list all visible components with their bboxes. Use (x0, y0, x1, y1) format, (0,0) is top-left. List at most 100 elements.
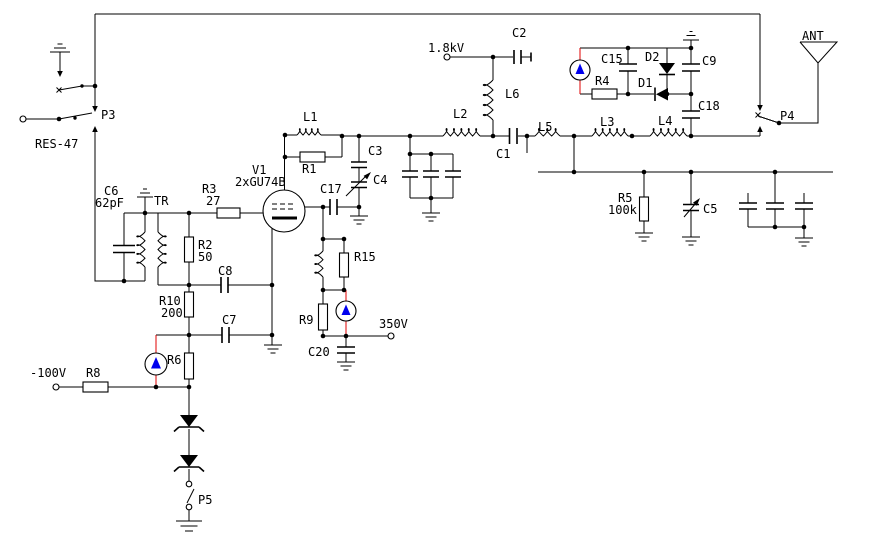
variable-cap-arrows (345, 172, 700, 218)
label-r15: R15 (354, 250, 376, 264)
arrow-icon (757, 126, 763, 132)
capacitor-c4 (351, 181, 367, 189)
input-jack (19, 115, 27, 123)
label-p5: P5 (198, 493, 212, 507)
label-r1: R1 (302, 162, 316, 176)
label-1-8kv: 1.8kV (428, 41, 464, 55)
resistor-r8 (82, 381, 109, 393)
label-r2: R2 (198, 238, 212, 252)
bias-jack (52, 383, 60, 391)
label-r5: R5 (618, 191, 632, 205)
ground-icon (683, 31, 699, 41)
label-l1: L1 (303, 110, 317, 124)
label-c1: C1 (496, 147, 510, 161)
resistor-r15 (338, 252, 350, 278)
label-c5: C5 (703, 202, 717, 216)
capacitor-c1 (508, 128, 518, 144)
arrow-icon (757, 105, 763, 111)
inductor-l3 (591, 128, 629, 137)
diodes (173, 63, 675, 473)
label-r9: R9 (299, 313, 313, 327)
label-r3-value: 27 (206, 194, 220, 208)
label-l5: L5 (538, 120, 552, 134)
inductor-l5 (534, 128, 561, 137)
relay-contacts (56, 71, 763, 504)
label-c2: C2 (512, 26, 526, 40)
labels: RES-47 P3 C6 62pF TR R3 27 R2 50 C8 R10 … (30, 26, 824, 507)
label-c18: C18 (698, 99, 720, 113)
meter-leads (155, 48, 581, 387)
capacitor-c6 (113, 244, 135, 254)
label-c4: C4 (373, 173, 387, 187)
inductor-l6 (482, 79, 494, 121)
hv-jack (443, 53, 451, 61)
screen-jack (387, 332, 395, 340)
capacitor-bank-left (402, 170, 461, 178)
terminals (19, 53, 451, 511)
ground-icon (350, 215, 368, 225)
resistor-r5 (638, 196, 650, 222)
resistor-r1 (299, 151, 326, 163)
ground-icon (264, 344, 282, 354)
ground-symbols (50, 31, 813, 532)
ground-icon (422, 212, 440, 222)
meter-icon (335, 300, 357, 322)
label-l4: L4 (658, 114, 672, 128)
resistor-r9 (317, 303, 329, 331)
label-c6-value: 62pF (95, 196, 124, 210)
label-r5-value: 100k (608, 203, 638, 217)
capacitor-c3 (351, 161, 367, 169)
label-c15: C15 (601, 52, 623, 66)
resistor-r3 (216, 207, 241, 219)
meter-icon (144, 352, 168, 376)
label-r10-value: 200 (161, 306, 183, 320)
inductor-l4 (649, 128, 688, 137)
wires (26, 13, 833, 521)
label-350v: 350V (379, 317, 408, 331)
label-c7: C7 (222, 313, 236, 327)
label-v1: V1 (252, 163, 266, 177)
capacitor-c8 (220, 277, 229, 293)
resistor-r6 (183, 352, 195, 380)
label-l3: L3 (600, 115, 614, 129)
label-d1: D1 (638, 76, 652, 90)
label-l2: L2 (453, 107, 467, 121)
ground-icon (137, 188, 153, 198)
label-r3: R3 (202, 182, 216, 196)
capacitor-c7 (221, 327, 230, 343)
diode-d1-icon (654, 87, 668, 101)
resistor-r2 (183, 236, 195, 263)
ground-icon (635, 232, 653, 242)
arrow-icon (693, 198, 700, 206)
label-c20: C20 (308, 345, 330, 359)
arrow-icon (92, 126, 98, 132)
p5-contact (185, 503, 193, 511)
relay-p5-arm (186, 488, 195, 504)
resistor-r10 (183, 291, 195, 318)
zener-diode-icon (173, 455, 205, 473)
ground-icon (682, 236, 700, 246)
contact-x-icon (56, 87, 62, 93)
p5-contact (185, 480, 193, 488)
ground-icon (337, 361, 355, 371)
antenna-icon (799, 41, 839, 64)
zener-diode-icon (173, 415, 205, 433)
label-p3: P3 (101, 108, 115, 122)
label-r10: R10 (159, 294, 181, 308)
contact-x-icon (755, 112, 761, 118)
cathode-choke (314, 250, 324, 278)
label-r4: R4 (595, 74, 609, 88)
inductors (136, 79, 688, 278)
inductor-l2 (442, 128, 481, 137)
capacitor-c18 (682, 110, 700, 119)
junction-dots (56, 45, 807, 390)
label-r2-value: 50 (198, 250, 212, 264)
label-c17: C17 (320, 182, 342, 196)
resistors (82, 88, 650, 393)
label-p4: P4 (780, 109, 794, 123)
label-r6: R6 (167, 353, 181, 367)
inductor-l1 (296, 128, 322, 136)
label-c9: C9 (702, 54, 716, 68)
